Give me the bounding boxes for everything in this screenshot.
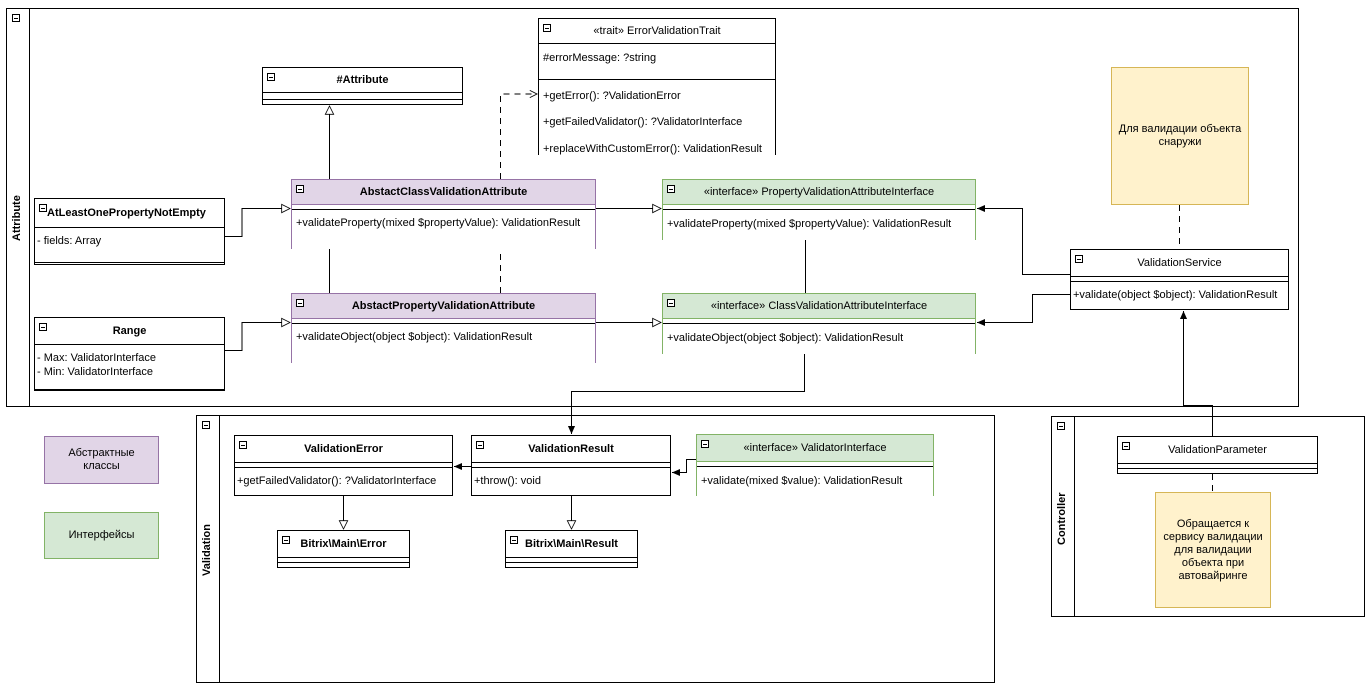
class-at-least-one-property-not-empty[interactable]: AtLeastOnePropertyNotEmpty - fields: Arr… <box>34 198 225 265</box>
class-title: AbstactClassValidationAttribute <box>359 186 528 198</box>
collapse-icon[interactable] <box>667 185 675 193</box>
class-stereotype: «trait» <box>593 25 624 37</box>
class-validation-parameter[interactable]: ValidationParameter <box>1117 436 1318 474</box>
edge-service-to-property-interface <box>977 204 1070 275</box>
package-strip <box>7 9 30 406</box>
class-method: +getError(): ?ValidationError <box>543 90 681 102</box>
collapse-icon[interactable] <box>510 536 518 544</box>
class-field: - fields: Array <box>37 235 102 247</box>
class-field: - Max: ValidatorInterface <box>37 352 157 364</box>
edge-service-to-class-interface <box>977 294 1070 327</box>
class-method: +getFailedValidator(): ?ValidatorInterfa… <box>543 116 743 128</box>
collapse-icon[interactable] <box>39 204 47 212</box>
class-method: +validateObject(object $object): Validat… <box>667 332 904 344</box>
class-title: ValidationService <box>1137 257 1222 269</box>
class-field: #errorMessage: ?string <box>543 52 657 64</box>
class-abstract-property-validation-attribute[interactable]: AbstactPropertyValidationAttribute +vali… <box>291 293 596 368</box>
class-stereotype: «interface» <box>743 442 798 454</box>
class-title: #Attribute <box>336 74 389 86</box>
collapse-icon[interactable] <box>543 24 551 32</box>
class-method: +replaceWithCustomError(): ValidationRes… <box>543 143 762 155</box>
collapse-icon[interactable] <box>282 536 290 544</box>
class-title: AtLeastOnePropertyNotEmpty <box>47 207 206 219</box>
class-property-validation-attribute-interface[interactable]: «interface» PropertyValidationAttributeI… <box>662 179 976 247</box>
class-class-validation-attribute-interface[interactable]: «interface» ClassValidationAttributeInte… <box>662 293 976 361</box>
class-method: +validateObject(object $object): Validat… <box>296 331 533 343</box>
class-title: ErrorValidationTrait <box>627 25 721 37</box>
edge-validator-to-result <box>672 459 696 477</box>
collapse-icon[interactable] <box>39 323 47 331</box>
class-title: Bitrix\Main\Error <box>300 538 387 550</box>
class-attribute[interactable]: #Attribute <box>262 67 463 105</box>
class-title: AbstactPropertyValidationAttribute <box>351 300 536 312</box>
package-strip <box>1052 417 1075 616</box>
edge-trait-usage <box>500 94 538 293</box>
class-title: ValidationError <box>304 443 383 455</box>
collapse-icon[interactable] <box>1057 422 1065 430</box>
class-title: ValidationParameter <box>1168 444 1267 456</box>
edge-parameter-to-service <box>1179 311 1213 436</box>
class-title: ValidatorInterface <box>801 442 887 454</box>
collapse-icon[interactable] <box>1075 255 1083 263</box>
class-error-validation-trait[interactable]: «trait» ErrorValidationTrait #errorMessa… <box>538 18 776 155</box>
collapse-icon[interactable] <box>267 73 275 81</box>
collapse-icon[interactable] <box>296 299 304 307</box>
class-title: Bitrix\Main\Result <box>525 538 618 550</box>
note-autowiring[interactable]: Обращается к сервису валидации для валид… <box>1155 492 1271 608</box>
class-title: PropertyValidationAttributeInterface <box>761 186 935 198</box>
class-method: +getFailedValidator(): ?ValidatorInterfa… <box>237 475 437 487</box>
collapse-icon[interactable] <box>239 441 247 449</box>
collapse-icon[interactable] <box>476 441 484 449</box>
collapse-icon[interactable] <box>701 440 709 448</box>
class-validation-service[interactable]: ValidationService +validate(object $obje… <box>1070 249 1289 310</box>
class-validator-interface[interactable]: «interface» ValidatorInterface +validate… <box>696 434 934 503</box>
class-validation-result[interactable]: ValidationResult +throw(): void <box>471 435 671 496</box>
class-stereotype: «interface» <box>703 186 759 198</box>
class-validation-error[interactable]: ValidationError +getFailedValidator(): ?… <box>234 435 453 496</box>
collapse-icon[interactable] <box>202 421 210 429</box>
class-bitrix-main-error[interactable]: Bitrix\Main\Error <box>277 530 410 568</box>
class-field: - Min: ValidatorInterface <box>37 366 153 378</box>
class-method: +validateProperty(mixed $propertyValue):… <box>296 217 581 229</box>
class-title: ClassValidationAttributeInterface <box>768 300 928 312</box>
package-strip <box>197 416 220 682</box>
class-bitrix-main-result[interactable]: Bitrix\Main\Result <box>505 530 638 568</box>
edge-class-interface-to-validation-result <box>567 354 805 434</box>
class-method: +validateProperty(mixed $propertyValue):… <box>667 218 952 230</box>
collapse-icon[interactable] <box>1122 442 1130 450</box>
class-method: +validate(mixed $value): ValidationResul… <box>701 475 903 487</box>
class-abstract-class-validation-attribute[interactable]: AbstactClassValidationAttribute +validat… <box>291 179 596 254</box>
class-method: +throw(): void <box>474 475 541 487</box>
class-title: Range <box>112 325 147 337</box>
class-range[interactable]: Range - Max: ValidatorInterface - Min: V… <box>34 317 225 391</box>
edge-atleastone-to-abstract-class <box>225 209 290 237</box>
legend-interfaces: Интерфейсы <box>44 512 159 559</box>
class-stereotype: «interface» <box>710 300 766 312</box>
legend-abstract-classes: Абстрактные классы <box>44 436 159 484</box>
class-method: +validate(object $object): ValidationRes… <box>1073 289 1278 301</box>
class-title: ValidationResult <box>528 443 614 455</box>
note-outside-validation[interactable]: Для валидации объекта снаружи <box>1111 67 1249 205</box>
collapse-icon[interactable] <box>296 185 304 193</box>
collapse-icon[interactable] <box>12 14 20 22</box>
collapse-icon[interactable] <box>667 299 675 307</box>
edge-range-to-abstract-property <box>225 323 290 351</box>
